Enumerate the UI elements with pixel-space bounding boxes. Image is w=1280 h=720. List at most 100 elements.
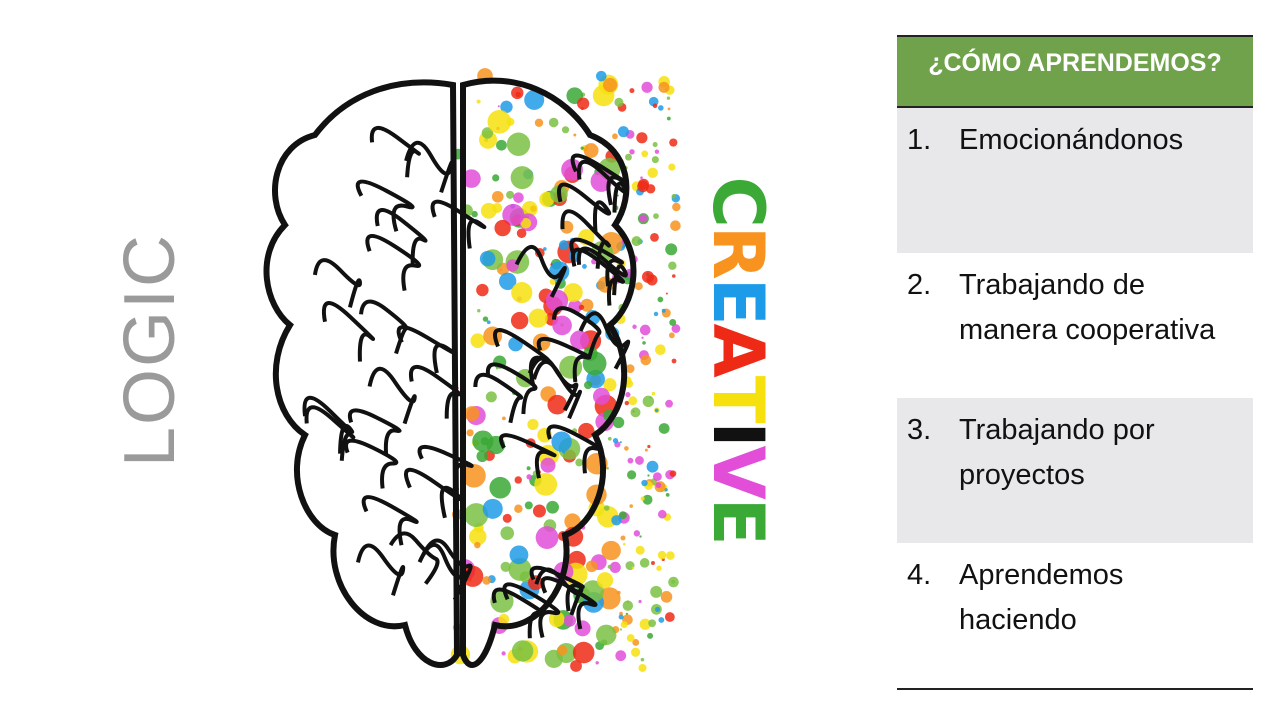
paint-splat	[669, 138, 678, 147]
brain-fold	[578, 311, 631, 370]
paint-splat	[577, 97, 590, 110]
paint-splat	[516, 228, 527, 239]
brain-fold	[576, 159, 629, 213]
paint-splat	[635, 456, 644, 465]
paint-splat	[622, 600, 634, 611]
brain-fold	[304, 405, 356, 461]
paint-splat	[654, 606, 661, 612]
paint-splat	[526, 466, 531, 471]
brain-fold	[473, 372, 524, 424]
brain-fold	[348, 408, 402, 456]
brain-fold	[355, 179, 415, 232]
paint-splat	[640, 496, 645, 501]
paint-splat	[630, 407, 641, 418]
brain-fold	[540, 576, 598, 630]
paint-splat	[514, 476, 522, 484]
paint-splat	[634, 282, 643, 291]
paint-splat	[481, 127, 494, 139]
brain-fold	[546, 424, 601, 474]
paint-splat	[647, 632, 654, 639]
paint-splat	[596, 572, 614, 589]
paint-splat	[480, 437, 489, 446]
paint-splat	[652, 142, 658, 148]
row-label: Aprendemos haciendo	[959, 559, 1124, 636]
creative-letter: E	[697, 277, 779, 324]
brain-fold	[374, 208, 428, 265]
row-label: Emocionándonos	[959, 124, 1184, 156]
paint-splat	[480, 202, 497, 219]
paint-splat	[666, 551, 675, 560]
paint-splat	[585, 560, 598, 573]
brain-fold	[502, 582, 561, 639]
paint-splat	[615, 650, 627, 662]
paint-splat	[581, 107, 584, 111]
paint-splat	[626, 634, 635, 642]
paint-splat	[671, 579, 676, 584]
paint-splat	[486, 320, 491, 325]
row-number: 3.	[907, 414, 932, 446]
paint-splat	[501, 416, 506, 421]
paint-splat	[540, 457, 556, 473]
paint-splat	[672, 202, 681, 212]
paint-splat	[656, 565, 662, 571]
paint-splat	[635, 545, 645, 555]
creative-letter: I	[697, 421, 779, 446]
paint-splat	[668, 332, 675, 339]
brain-fold	[404, 467, 464, 519]
brain-fold	[560, 209, 611, 269]
brain-fold	[430, 199, 487, 249]
paint-splat	[631, 647, 641, 657]
paint-splat	[670, 220, 681, 232]
paint-splat	[625, 153, 632, 161]
paint-splat	[612, 133, 618, 140]
paint-splat	[665, 243, 678, 256]
paint-splat	[648, 619, 657, 628]
paint-splat	[491, 190, 504, 203]
paint-splat	[482, 316, 489, 322]
paint-splat	[551, 431, 572, 452]
color-splatter	[450, 68, 681, 672]
paint-splat	[650, 232, 659, 242]
paint-splat	[665, 399, 673, 408]
paint-splat	[641, 150, 649, 158]
paint-splat	[521, 201, 538, 217]
paint-splat	[575, 458, 584, 467]
paint-splat	[629, 149, 635, 155]
paint-splat	[636, 132, 648, 144]
table-header: ¿CÓMO APRENDEMOS?	[897, 37, 1253, 108]
paint-splat	[603, 378, 617, 392]
paint-splat	[469, 527, 487, 546]
paint-splat	[466, 429, 474, 437]
paint-splat	[543, 247, 547, 251]
paint-splat	[642, 494, 653, 505]
paint-splat	[583, 143, 599, 158]
brain-fold	[365, 234, 422, 291]
paint-splat	[664, 488, 668, 492]
paint-splat	[646, 274, 658, 286]
paint-splat	[654, 149, 660, 154]
paint-splat	[644, 448, 648, 452]
paint-splat	[601, 540, 621, 561]
right-hemisphere-outline	[460, 77, 637, 668]
paint-splat	[639, 558, 650, 568]
paint-splat	[639, 618, 651, 630]
paint-splat	[637, 180, 649, 193]
paint-splat	[650, 561, 655, 566]
paint-splat	[462, 169, 481, 188]
paint-splat	[641, 479, 648, 487]
paint-splat	[657, 296, 664, 303]
table-row: 4.Aprendemos haciendo	[897, 543, 1253, 688]
paint-splat	[658, 617, 665, 623]
paint-splat	[665, 292, 668, 295]
creative-letter: A	[697, 323, 779, 376]
paint-splat	[580, 146, 584, 150]
brain-fold	[408, 365, 462, 419]
paint-splat	[476, 283, 489, 297]
brain-fold	[529, 565, 585, 612]
paint-splat	[476, 99, 481, 104]
paint-splat	[639, 535, 642, 538]
paint-splat	[558, 240, 569, 251]
paint-splat	[524, 501, 533, 510]
paint-splat	[570, 660, 582, 672]
paint-splat	[548, 117, 559, 128]
